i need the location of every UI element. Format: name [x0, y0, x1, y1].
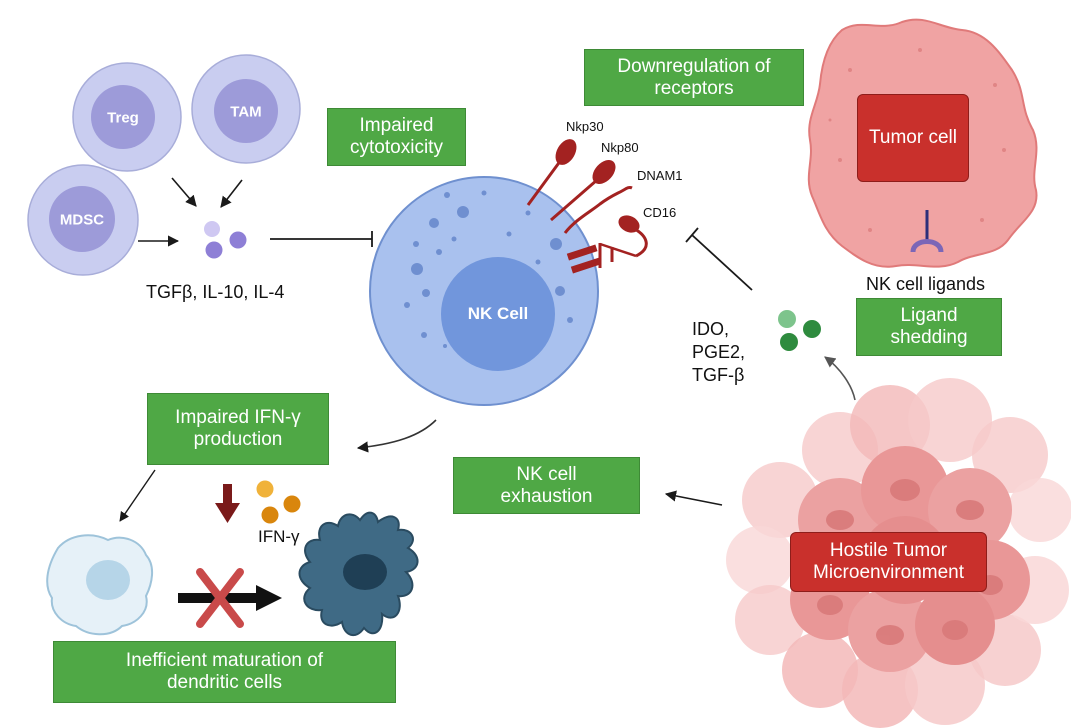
nk-cell-exhaustion-box: NK cell exhaustion	[453, 457, 640, 514]
immature-dendritic-cell	[46, 534, 153, 636]
hostile-tumor-microenvironment-box: Hostile Tumor Microenvironment	[790, 532, 987, 592]
nk-cell-label: NK Cell	[467, 304, 529, 323]
tumor-factor-pge2: PGE2,	[692, 342, 746, 362]
dnam1-receptor	[563, 186, 633, 234]
tam-label: TAM	[230, 103, 262, 121]
nk-cell-ligands-label: NK cell ligands	[866, 274, 986, 294]
treg-label: Treg	[107, 109, 139, 127]
tam-cell	[191, 54, 301, 164]
ligand-shedding-box: Ligand shedding	[856, 298, 1002, 356]
arrow-tam-to-cytokines	[220, 179, 243, 208]
ifn-gamma-molecules-icon	[256, 480, 301, 524]
tumor-factor-tgfb: TGF-β	[692, 365, 745, 385]
nk-cell-ligand-icon	[910, 210, 944, 253]
suppressive-cytokines-label: TGFβ, IL-10, IL-4	[146, 282, 285, 302]
tumor-factor-ido: IDO,	[692, 319, 730, 339]
impaired-cytotoxicity-box: Impaired cytotoxicity	[327, 108, 466, 166]
nk-cell	[369, 176, 599, 406]
decrease-arrow-icon	[215, 484, 240, 523]
tumor-factors-icon	[778, 310, 821, 351]
arrow-treg-to-cytokines	[171, 177, 197, 207]
downregulation-of-receptors-box: Downregulation of receptors	[584, 49, 804, 106]
suppressive-cytokines-icon	[204, 221, 247, 259]
nkp30-receptor	[526, 139, 577, 206]
cd16-receptor	[566, 215, 648, 274]
ifn-gamma-label: IFN-γ	[258, 527, 300, 546]
impaired-ifn-production-box: Impaired IFN-γ production	[147, 393, 329, 465]
arrow-nk-to-ifn	[356, 419, 437, 453]
treg-cell	[72, 62, 182, 172]
mdsc-cell	[27, 164, 139, 276]
tumor-factors-label: IDO, PGE2, TGF-β	[692, 318, 745, 387]
arrow-tme-to-factors	[824, 356, 856, 401]
receptor-label-dnam1: DNAM1	[637, 168, 683, 183]
mature-dendritic-cell	[298, 511, 419, 637]
receptor-label-nkp30: Nkp30	[566, 119, 604, 134]
receptor-label-nkp80: Nkp80	[601, 140, 639, 155]
tumor-cell-label: Tumor cell	[857, 94, 969, 182]
inefficient-maturation-box: Inefficient maturation of dendritic cell…	[53, 641, 396, 703]
mdsc-label: MDSC	[59, 211, 105, 229]
arrow-tme-to-exhaustion	[664, 490, 723, 506]
blocked-x-icon	[196, 568, 244, 628]
arrow-ifn-to-immature-dc	[119, 469, 156, 522]
inhibition-cytokines-to-nk	[270, 231, 373, 247]
nkp80-receptor	[550, 159, 616, 222]
inhibition-tumor-to-nk	[685, 227, 753, 291]
receptor-label-cd16: CD16	[643, 205, 677, 220]
